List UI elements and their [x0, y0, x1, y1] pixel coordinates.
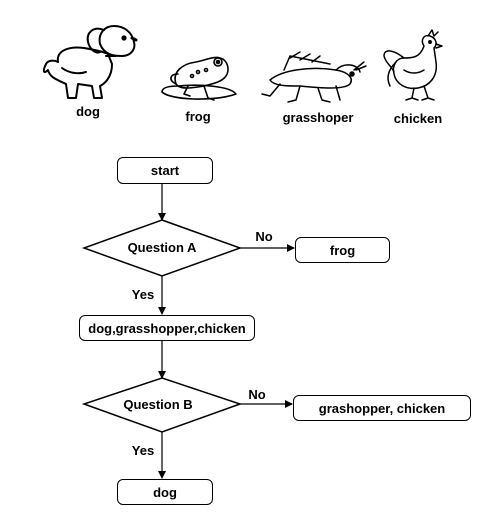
result-frog-box: frog — [295, 237, 390, 263]
animal-label-chicken: chicken — [393, 111, 443, 126]
chicken-icon — [383, 29, 443, 101]
question-a-no-label: No — [255, 229, 273, 244]
decision-diamond-question-a — [81, 219, 243, 277]
result-dog-box: dog — [117, 479, 213, 505]
animal-label-frog: frog — [185, 109, 211, 124]
question-b-no-label: No — [248, 387, 266, 402]
question-b-label: Question B — [123, 397, 193, 412]
question-b-yes-label: Yes — [131, 443, 155, 458]
question-a-label: Question A — [127, 240, 197, 255]
grasshopper-icon — [261, 51, 367, 103]
animal-label-grasshopper: grasshoper — [282, 110, 354, 125]
start-node: start — [117, 157, 213, 184]
animal-label-dog: dog — [76, 104, 100, 119]
decision-diamond-question-b — [81, 377, 243, 433]
result-grashopper-chicken-box: grashopper, chicken — [293, 395, 471, 421]
dog-icon — [42, 25, 138, 99]
question-a-yes-label: Yes — [131, 287, 155, 302]
group-dog-grasshopper-chicken-box: dog,grasshopper,chicken — [79, 315, 255, 341]
frog-icon — [161, 56, 237, 101]
